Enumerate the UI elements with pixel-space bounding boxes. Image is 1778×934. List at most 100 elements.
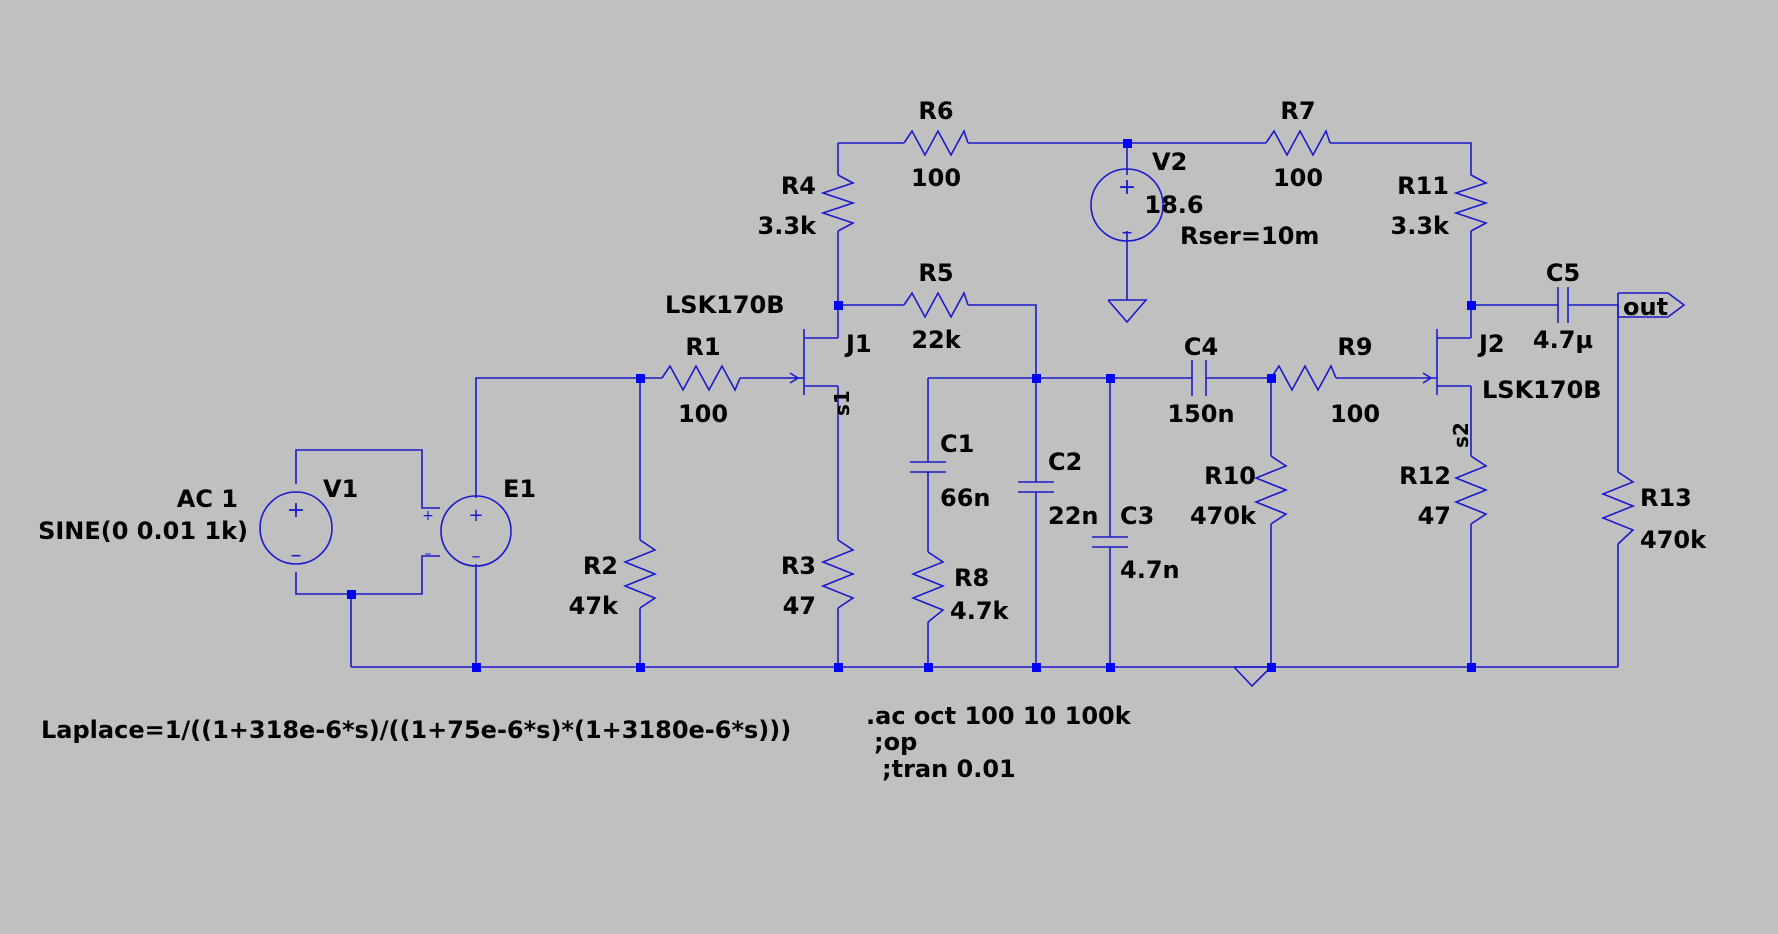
label-c5-value: 4.7µ	[1533, 326, 1593, 354]
label-r7-value: 100	[1273, 164, 1323, 192]
capacitors	[910, 287, 1569, 548]
svg-text:–: –	[425, 546, 432, 562]
capacitor-c1	[910, 461, 946, 473]
label-v2-rser: Rser=10m	[1180, 222, 1319, 250]
resistor-r6	[903, 128, 969, 157]
label-j1-model: LSK170B	[665, 291, 785, 319]
label-c4-value: 150n	[1167, 400, 1234, 428]
label-r5-name: R5	[918, 259, 953, 287]
svg-text:–: –	[291, 543, 302, 568]
ground-symbol-v2	[1107, 299, 1148, 324]
junction-dot	[834, 663, 843, 672]
junction-dot	[636, 663, 645, 672]
svg-text:+: +	[422, 508, 434, 524]
resistors	[622, 128, 1636, 623]
junction-dot	[1467, 663, 1476, 672]
label-r3-value: 47	[783, 592, 816, 620]
label-j1-net: s1	[830, 390, 854, 416]
resistor-r3	[820, 539, 856, 609]
svg-text:+: +	[287, 498, 305, 523]
junction-dot	[1106, 374, 1115, 383]
resistor-r7	[1265, 128, 1331, 157]
junction-dot	[1106, 663, 1115, 672]
label-r9-value: 100	[1330, 400, 1380, 428]
label-e1-laplace: Laplace=1/((1+318e-6*s)/((1+75e-6*s)*(1+…	[41, 716, 791, 744]
junction-dot	[1123, 139, 1132, 148]
label-r8-name: R8	[954, 564, 989, 592]
svg-text:–: –	[472, 546, 481, 567]
label-r4-value: 3.3k	[758, 212, 818, 240]
label-c5-name: C5	[1546, 259, 1580, 287]
label-r12-value: 47	[1418, 502, 1451, 530]
label-r11-value: 3.3k	[1391, 212, 1451, 240]
junction-dot	[924, 663, 933, 672]
wire-top-right	[1330, 142, 1472, 175]
label-v1-ac: AC 1	[177, 485, 238, 513]
label-v1-source: SINE(0 0.01 1k)	[38, 517, 248, 545]
wire-e1-out	[475, 377, 662, 498]
capacitor-c5	[1557, 287, 1569, 323]
resistor-r4	[820, 174, 856, 232]
capacitor-c4	[1191, 360, 1207, 396]
svg-text:+: +	[468, 505, 483, 526]
voltage-source-v1: + –	[259, 491, 333, 568]
junction-dot	[347, 590, 356, 599]
transistor-j1	[788, 325, 839, 399]
label-r7-name: R7	[1280, 97, 1315, 125]
labels: R6 100 R7 100 V2 18.6 Rser=10m R4 3.3k R…	[38, 97, 1707, 783]
label-r2-name: R2	[583, 552, 618, 580]
label-r9-name: R9	[1337, 333, 1372, 361]
resistor-r9	[1270, 364, 1337, 392]
label-r13-value: 470k	[1640, 526, 1707, 554]
label-r1-name: R1	[685, 333, 720, 361]
resistor-r11	[1453, 174, 1489, 232]
label-r4-name: R4	[781, 172, 816, 200]
label-r10-value: 470k	[1190, 502, 1257, 530]
directive-ac: .ac oct 100 10 100k	[866, 702, 1132, 730]
label-r11-name: R11	[1397, 172, 1449, 200]
label-r13-name: R13	[1640, 484, 1692, 512]
label-out-port: out	[1623, 293, 1668, 321]
label-v2-name: V2	[1152, 148, 1187, 176]
wire-r5-right	[968, 304, 1037, 378]
junction-dot	[636, 374, 645, 383]
wire-v1-bottom	[295, 555, 440, 595]
resistor-r10	[1253, 455, 1289, 525]
label-v1-name: V1	[323, 475, 358, 503]
junction-dot	[1267, 663, 1276, 672]
resistor-r12	[1453, 455, 1489, 525]
wire-v1-top	[295, 449, 440, 509]
junction-dot	[1267, 374, 1276, 383]
junction-dot	[1467, 301, 1476, 310]
junction-dot	[472, 663, 481, 672]
label-r2-value: 47k	[569, 592, 619, 620]
label-c3-value: 4.7n	[1120, 556, 1180, 584]
label-c1-value: 66n	[940, 484, 990, 512]
resistor-r2	[622, 539, 658, 609]
controlled-source-e1: + – + –	[422, 495, 512, 567]
svg-text:+: +	[1118, 175, 1136, 200]
junction-dot	[1032, 663, 1041, 672]
junction-dots	[347, 139, 1476, 672]
label-c3-name: C3	[1120, 502, 1154, 530]
label-c1-name: C1	[940, 430, 974, 458]
label-r6-value: 100	[911, 164, 961, 192]
junction-dot	[1032, 374, 1041, 383]
label-j2-net: s2	[1449, 422, 1473, 448]
svg-text:–: –	[1122, 220, 1133, 245]
capacitor-c2	[1018, 481, 1054, 493]
label-c2-value: 22n	[1048, 502, 1098, 530]
capacitor-c3	[1092, 536, 1128, 548]
label-j2-model: LSK170B	[1482, 376, 1602, 404]
ground-symbol-rail	[1233, 666, 1273, 688]
directive-op: ;op	[874, 728, 917, 756]
label-c2-name: C2	[1048, 448, 1082, 476]
junction-dot	[834, 301, 843, 310]
resistor-r1	[661, 364, 741, 392]
label-r5-value: 22k	[911, 326, 961, 354]
label-r3-name: R3	[781, 552, 816, 580]
label-r6-name: R6	[918, 97, 953, 125]
label-e1-name: E1	[503, 475, 536, 503]
label-c4-name: C4	[1184, 333, 1218, 361]
